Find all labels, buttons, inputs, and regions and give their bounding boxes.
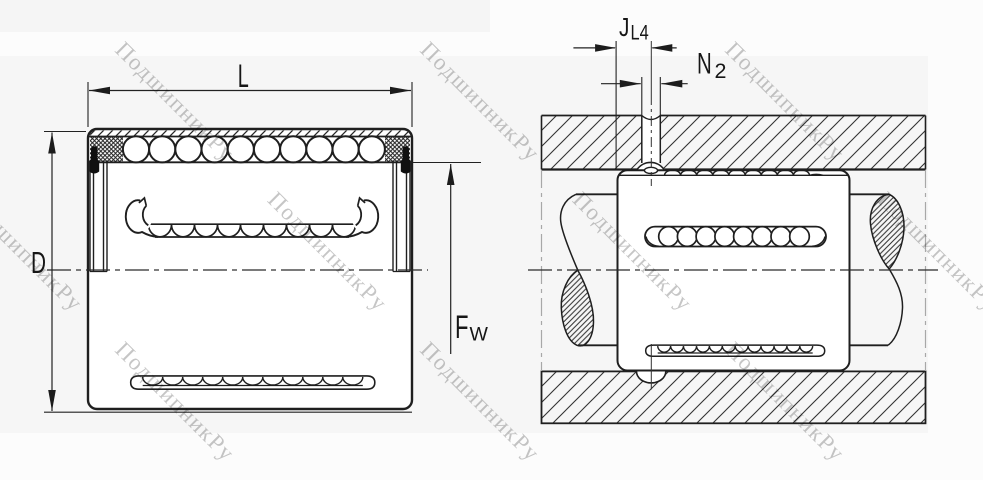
svg-text:L4: L4 (631, 21, 649, 44)
svg-text:F: F (455, 309, 468, 345)
svg-text:2: 2 (715, 59, 727, 83)
svg-text:L: L (238, 58, 249, 94)
svg-text:W: W (470, 324, 489, 346)
svg-text:N: N (697, 48, 712, 81)
svg-text:J: J (619, 13, 629, 42)
svg-text:D: D (31, 245, 46, 280)
